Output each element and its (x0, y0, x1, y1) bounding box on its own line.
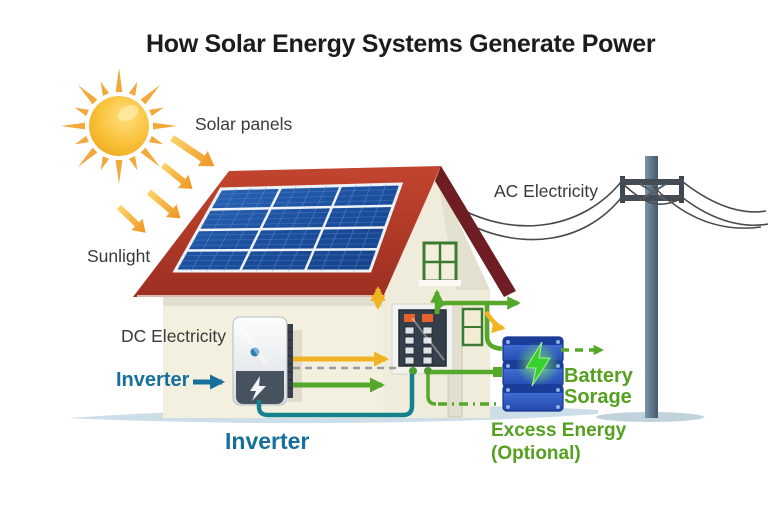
excess-energy-line2: (Optional) (491, 443, 581, 464)
label-inverter-caption: Inverter (225, 428, 309, 455)
label-excess-energy: Excess Energy (Optional) (491, 419, 626, 465)
label-dc-electricity: DC Electricity (121, 326, 226, 347)
side-window (463, 309, 482, 345)
solar-panel-icon (175, 184, 401, 271)
battery-connector (493, 367, 502, 377)
label-battery-storage: Battery Sorage (564, 366, 633, 408)
label-solar-panels: Solar panels (195, 114, 292, 135)
battery-storage-line1: Battery (564, 365, 633, 387)
battery-storage-line2: Sorage (564, 386, 632, 408)
page-title: How Solar Energy Systems Generate Power (146, 30, 655, 59)
sun-icon (61, 68, 177, 184)
label-inverter-callout: Inverter (116, 369, 189, 392)
inverter-icon (233, 317, 302, 405)
gable-window (419, 243, 461, 286)
label-sunlight: Sunlight (87, 246, 150, 267)
battery-icon (503, 337, 563, 411)
excess-energy-line1: Excess Energy (491, 420, 626, 441)
label-ac-electricity: AC Electricity (494, 181, 598, 202)
house-icon (133, 166, 516, 418)
breaker-panel-icon (392, 304, 453, 375)
